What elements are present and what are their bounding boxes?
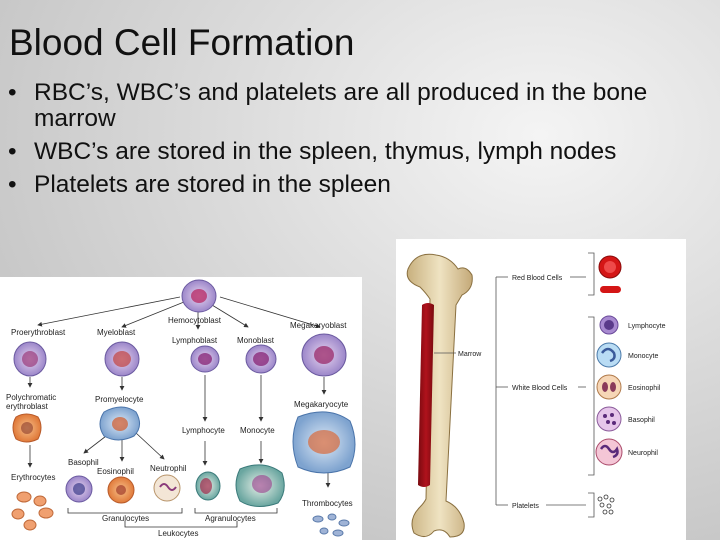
megakaryocyte-label: Megakaryocyte <box>294 400 349 409</box>
erythrocytes-cluster <box>11 491 54 531</box>
myeloblast-label: Myeloblast <box>97 328 136 337</box>
bone-marrow-diagram: Red Blood Cells Marrow White Blood Cells… <box>396 239 686 540</box>
monocyte-icon <box>596 342 622 368</box>
bullet-text: WBC’s are stored in the spleen, thymus, … <box>34 138 617 165</box>
neutrophil-label: Neutrophil <box>150 464 187 473</box>
eosinophil-label: Eosinophil <box>628 385 661 392</box>
bullet-item: • WBC’s are stored in the spleen, thymus,… <box>8 139 688 165</box>
rbc-label: Red Blood Cells <box>512 275 563 282</box>
monocyte-label: Monocyte <box>628 353 658 360</box>
femur-bone <box>406 253 473 538</box>
bullet-list: • RBC’s, WBC’s and platelets are all prod… <box>8 80 688 205</box>
bullet-item: • Platelets are stored in the spleen <box>8 172 688 198</box>
neurophil-label: Neurophil <box>628 450 658 457</box>
bone-svg: Red Blood Cells Marrow White Blood Cells… <box>406 252 666 538</box>
bullet-text: Platelets are stored in the spleen <box>34 171 391 198</box>
proerythroblast-label: Proerythroblast <box>11 328 66 337</box>
promyelocyte-label: Promyelocyte <box>95 395 144 404</box>
hematopoiesis-diagram: Hemocytoblast Proerythroblast Myeloblast… <box>0 277 362 540</box>
lineage-arrows <box>27 296 331 488</box>
polychromatic-label: Polychromatic <box>6 393 56 402</box>
leukocytes-label: Leukocytes <box>158 529 198 538</box>
erythrocytes-label: Erythrocytes <box>11 473 55 482</box>
lymphocyte-label: Lymphocyte <box>628 323 666 330</box>
basophil-label: Basophil <box>628 417 655 424</box>
bullet-text: RBC’s, WBC’s and platelets are all produ… <box>34 79 648 132</box>
bullet-item: • RBC’s, WBC’s and platelets are all prod… <box>8 80 688 132</box>
neutrophil-cell <box>153 474 181 502</box>
hematopoiesis-svg: Hemocytoblast Proerythroblast Myeloblast… <box>6 279 356 538</box>
lymphocyte-label: Lymphocyte <box>182 426 225 435</box>
granulocytes-label: Granulocytes <box>102 514 149 523</box>
neurophil-icon <box>595 438 623 466</box>
bullet-dot: • <box>8 79 17 106</box>
basophil-label: Basophil <box>68 458 99 467</box>
grouping-brackets <box>67 508 278 528</box>
eosinophil-icon <box>596 374 622 400</box>
basophil-icon <box>596 406 622 432</box>
slide-title: Blood Cell Formation <box>9 22 355 63</box>
wbc-label: White Blood Cells <box>512 385 568 392</box>
marrow-label: Marrow <box>458 351 482 358</box>
rbc-side-cell <box>600 286 621 293</box>
megakaryoblast-label: Megakaryoblast <box>290 321 347 330</box>
erythroblast-label: erythroblast <box>6 402 49 411</box>
hemocytoblast-label: Hemocytoblast <box>168 316 222 325</box>
thrombocytes-label: Thrombocytes <box>302 499 353 508</box>
agranulocytes-label: Agranulocytes <box>205 514 256 523</box>
lymphoblast-label: Lymphoblast <box>172 336 218 345</box>
connector-lines <box>434 252 595 518</box>
marrow-cavity <box>418 303 434 487</box>
bullet-dot: • <box>8 171 17 198</box>
thrombocytes-cluster <box>312 513 350 537</box>
platelets-icon <box>597 494 615 515</box>
monoblast-label: Monoblast <box>237 336 275 345</box>
monocyte-label: Monocyte <box>240 426 275 435</box>
eosinophil-label: Eosinophil <box>97 467 134 476</box>
platelets-label: Platelets <box>512 503 539 510</box>
bullet-dot: • <box>8 138 17 165</box>
